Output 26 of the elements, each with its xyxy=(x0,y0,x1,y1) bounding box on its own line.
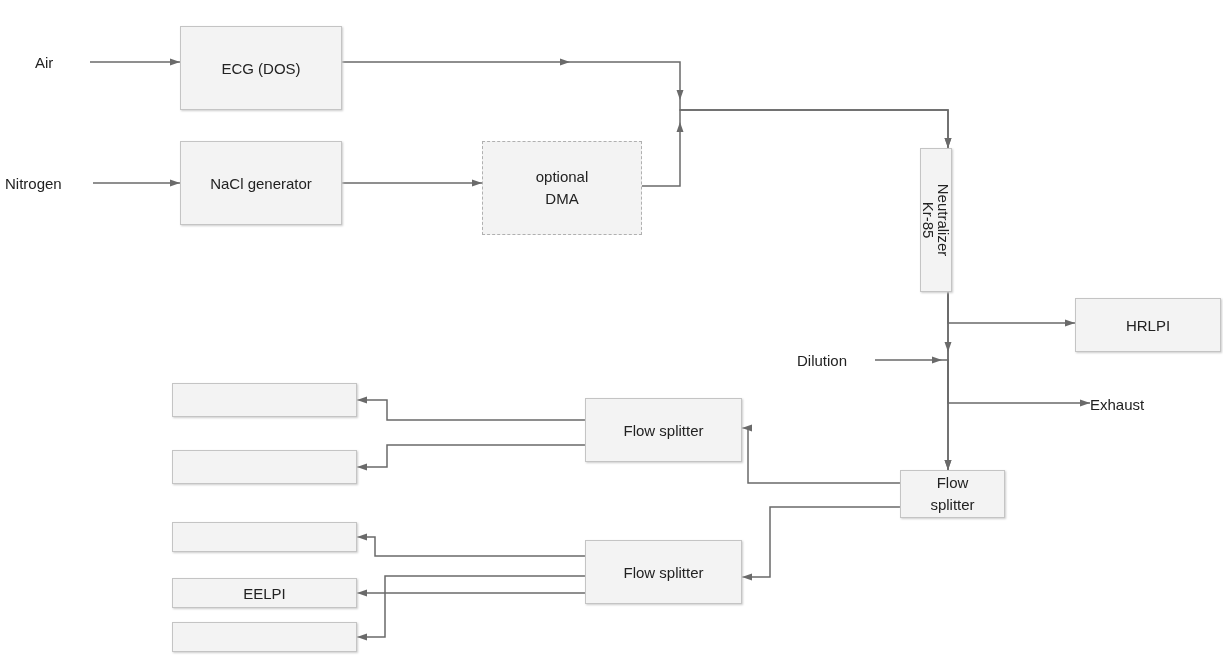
empty-box xyxy=(172,383,357,417)
process-box xyxy=(585,540,742,604)
process-box xyxy=(180,26,342,110)
empty-box xyxy=(172,450,357,484)
node-label: Nitrogen xyxy=(5,174,62,192)
empty-box xyxy=(172,622,357,652)
node-text: EELPI xyxy=(243,584,286,602)
empty-box xyxy=(172,522,357,552)
process-box xyxy=(585,398,742,462)
process-box xyxy=(180,141,342,225)
node-text: Flow splitter xyxy=(623,421,704,439)
node-text: HRLPI xyxy=(1125,316,1171,334)
node-text: ECG (DOS) xyxy=(221,59,301,77)
process-box xyxy=(1075,298,1221,352)
node-label: Exhaust xyxy=(1090,395,1145,413)
process-box xyxy=(920,148,952,292)
node-label: Dilution xyxy=(797,351,848,369)
optional-box xyxy=(482,141,642,235)
process-box xyxy=(900,470,1005,518)
node-text: Flow splitter xyxy=(623,563,704,581)
process-box xyxy=(172,578,357,608)
node-text: NaCl generator xyxy=(210,174,312,192)
node-text: Flow splitter xyxy=(929,473,976,515)
node-text: Neutralizer Kr-85 xyxy=(921,182,951,259)
node-label: Air xyxy=(35,53,54,71)
node-text: optional DMA xyxy=(534,167,590,209)
